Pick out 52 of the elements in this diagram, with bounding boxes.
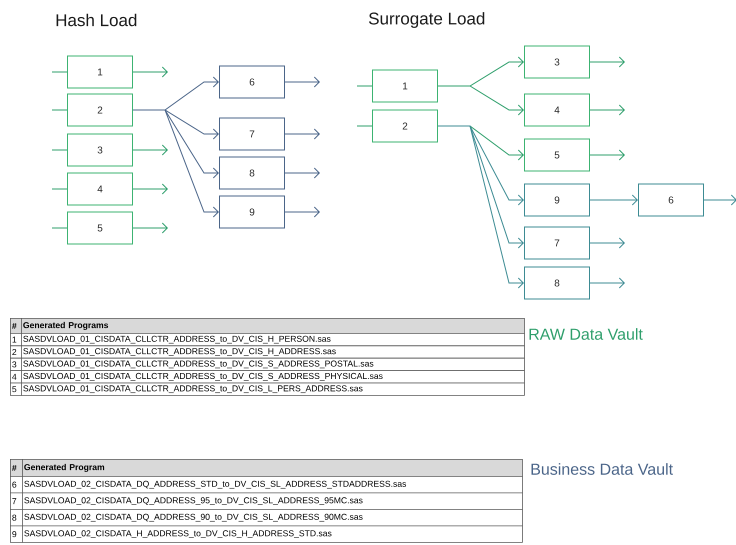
process-box: 2 <box>67 94 133 126</box>
process-box: 8 <box>219 156 285 190</box>
process-box: 2 <box>372 110 438 142</box>
process-box: 5 <box>67 212 133 244</box>
section-heading: RAW Data Vault <box>530 328 643 340</box>
arrow <box>590 238 625 248</box>
process-box: 8 <box>524 266 590 300</box>
arrow <box>132 222 168 234</box>
table-header: # <box>10 459 23 477</box>
process-box: 3 <box>524 46 590 78</box>
arrow <box>132 110 219 218</box>
arrow <box>132 184 168 194</box>
arrow <box>438 126 524 288</box>
process-box: 4 <box>524 94 590 126</box>
arrow <box>590 150 625 160</box>
connector-line <box>52 188 68 190</box>
section-title: Surrogate Load <box>368 12 484 28</box>
arrow <box>704 194 736 206</box>
arrow <box>590 56 625 68</box>
arrow <box>132 144 168 156</box>
process-box: 6 <box>219 66 285 98</box>
arrow <box>284 168 320 178</box>
table-header: # <box>10 318 22 334</box>
arrow <box>590 104 625 116</box>
arrow <box>132 66 168 78</box>
table-cell: 5 <box>10 382 22 396</box>
table-cell: 8 <box>10 509 23 526</box>
process-box: 9 <box>524 184 590 216</box>
table-cell: 1 <box>10 333 22 346</box>
table-cell: 2 <box>10 345 22 359</box>
arrow <box>284 76 320 88</box>
process-box: 7 <box>524 226 590 260</box>
section-title: Hash Load <box>56 14 136 26</box>
process-box: 4 <box>67 172 133 206</box>
process-box: 3 <box>67 134 133 166</box>
table-cell: 4 <box>10 370 22 384</box>
table-cell: 3 <box>10 358 22 371</box>
arrow <box>284 206 320 218</box>
arrow <box>284 128 320 140</box>
arrow <box>590 278 625 288</box>
arrow <box>590 194 638 206</box>
process-box: 7 <box>219 118 285 150</box>
process-box: 1 <box>67 56 133 88</box>
process-box: 9 <box>219 196 285 228</box>
process-box: 1 <box>372 70 438 102</box>
arrow <box>438 86 524 116</box>
table-cell: 7 <box>10 492 23 510</box>
table-cell: 9 <box>10 526 23 543</box>
section-heading: Business Data Vault <box>532 463 673 475</box>
process-box: 5 <box>524 138 590 172</box>
process-box: 6 <box>638 184 704 216</box>
table-cell: 6 <box>10 476 23 494</box>
